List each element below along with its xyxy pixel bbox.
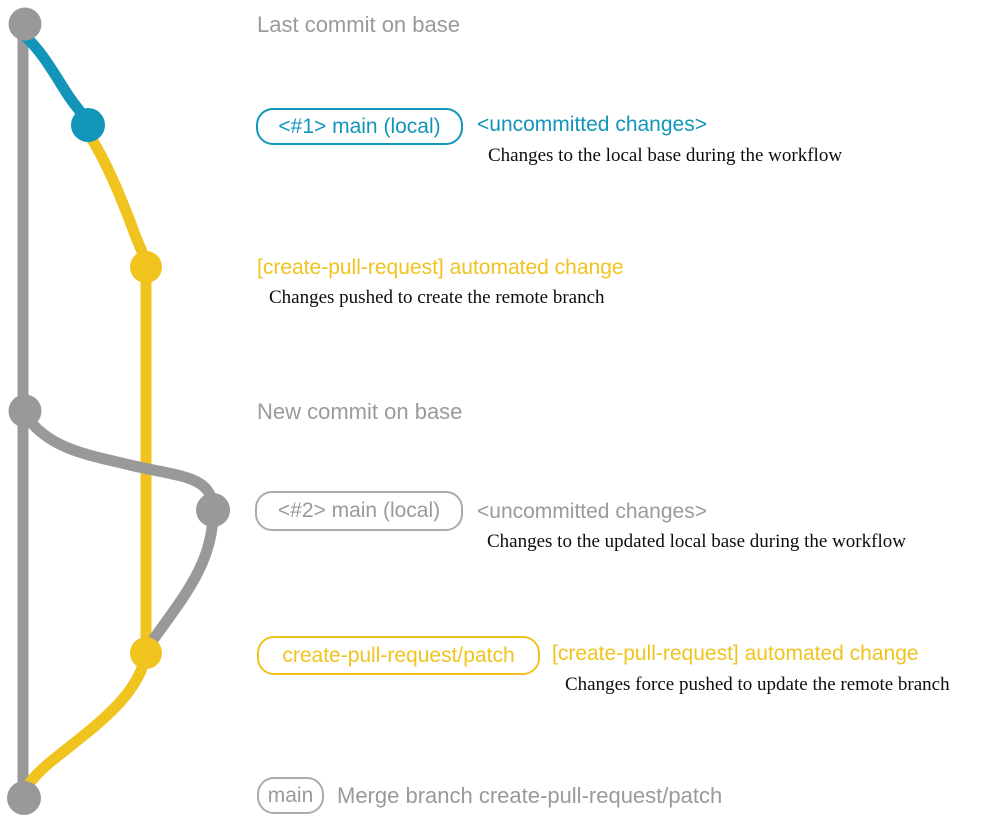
uncommitted-branch-line-2 <box>20 410 219 516</box>
commit-dot-pushed-2 <box>130 637 162 669</box>
label-automated-change-1: [create-pull-request] automated change <box>257 256 624 279</box>
commit-dot-last-base <box>8 7 42 41</box>
commit-dot-pushed-1 <box>130 251 162 283</box>
git-graph <box>7 7 230 815</box>
uncommitted-branch-merge-line <box>140 504 219 659</box>
label-last-commit-on-base: Last commit on base <box>257 12 460 37</box>
commit-dot-merge <box>7 781 41 815</box>
label-uncommitted-changes-2: <uncommitted changes> <box>477 500 707 523</box>
commit-dot-uncommitted-2 <box>196 493 230 527</box>
label-merge-branch: Merge branch create-pull-request/patch <box>337 783 723 808</box>
commit-dot-uncommitted-1 <box>71 108 105 142</box>
patch-branch-line-upper <box>84 130 152 272</box>
uncommitted-branch-line-1 <box>19 30 94 130</box>
branch-tag-create-pull-request-patch: create-pull-request/patch <box>257 636 540 675</box>
branch-tag-main: main <box>257 777 324 814</box>
label-automated-change-2: [create-pull-request] automated change <box>552 642 919 665</box>
patch-branch-merge-line <box>18 648 152 802</box>
note-local-base-changes-2: Changes to the updated local base during… <box>487 531 906 552</box>
note-push-create-branch: Changes pushed to create the remote bran… <box>269 287 605 308</box>
branch-tag-main-local-2: <#2> main (local) <box>255 491 463 531</box>
note-local-base-changes-1: Changes to the local base during the wor… <box>488 145 843 166</box>
note-force-push-update-branch: Changes force pushed to update the remot… <box>565 674 950 695</box>
commit-dot-new-base <box>8 394 42 428</box>
branch-tag-main-local-1: <#1> main (local) <box>256 108 463 145</box>
label-new-commit-on-base: New commit on base <box>257 399 463 424</box>
label-uncommitted-changes-1: <uncommitted changes> <box>477 113 707 136</box>
